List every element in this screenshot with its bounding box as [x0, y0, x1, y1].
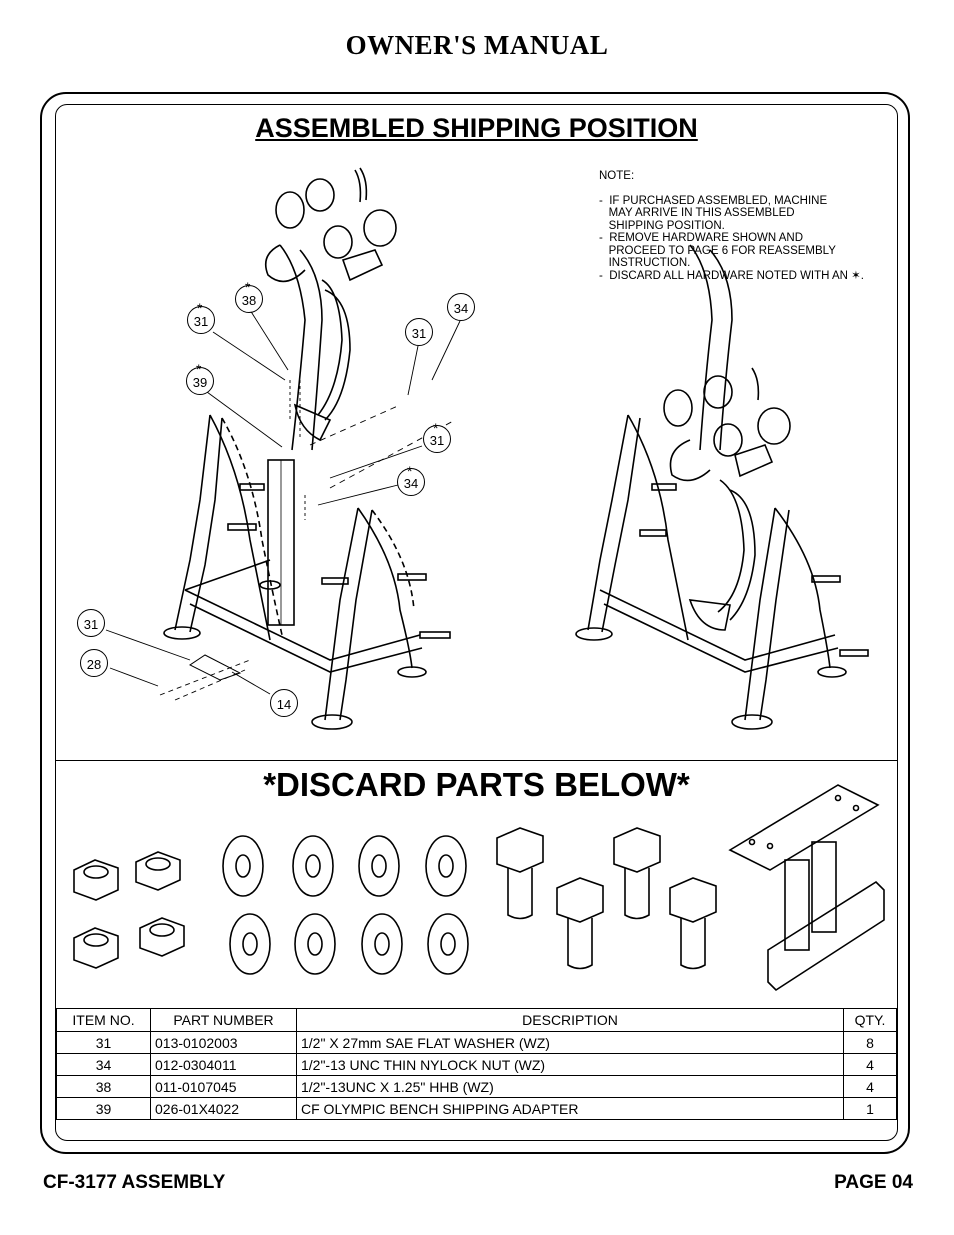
column-header: QTY.	[843, 1008, 897, 1032]
inner-frame	[55, 104, 898, 1141]
item-number: 38	[56, 1075, 151, 1098]
callout-balloon: 34	[397, 468, 425, 496]
section-title-shipping: ASSEMBLED SHIPPING POSITION	[255, 113, 698, 143]
part-number: 026-01X4022	[150, 1097, 297, 1120]
asterisk-icon: *	[196, 361, 202, 377]
asterisk-icon: *	[433, 420, 439, 436]
asterisk-icon: *	[245, 279, 251, 295]
callout-balloon: 14	[270, 689, 298, 717]
column-header: DESCRIPTION	[296, 1008, 844, 1032]
part-number: 013-0102003	[150, 1031, 297, 1054]
outer-frame	[40, 92, 910, 1154]
item-number: 31	[56, 1031, 151, 1054]
table-header-row: ITEM NO. PART NUMBER DESCRIPTION QTY.	[56, 1008, 897, 1032]
table-row: 34 012-0304011 1/2"-13 UNC THIN NYLOCK N…	[56, 1053, 897, 1076]
table-row: 31 013-0102003 1/2" X 27mm SAE FLAT WASH…	[56, 1031, 897, 1054]
section-title-discard: *DISCARD PARTS BELOW*	[263, 766, 690, 803]
parts-table: ITEM NO. PART NUMBER DESCRIPTION QTY. 31…	[56, 1008, 897, 1120]
part-quantity: 1	[843, 1097, 897, 1120]
footer-page-number: PAGE 04	[834, 1172, 913, 1193]
part-quantity: 4	[843, 1053, 897, 1076]
part-description: 1/2" X 27mm SAE FLAT WASHER (WZ)	[296, 1031, 844, 1054]
item-number: 34	[56, 1053, 151, 1076]
hex-bolts-drawing	[496, 827, 717, 970]
part-number: 011-0107045	[150, 1075, 297, 1098]
page-title: OWNER'S MANUAL	[345, 30, 609, 60]
callout-balloon: 31	[423, 425, 451, 453]
part-description: CF OLYMPIC BENCH SHIPPING ADAPTER	[296, 1097, 844, 1120]
asterisk-icon: *	[197, 300, 203, 316]
right-machine-drawing	[575, 244, 869, 730]
part-quantity: 8	[843, 1031, 897, 1054]
column-header: PART NUMBER	[150, 1008, 297, 1032]
part-number: 012-0304011	[150, 1053, 297, 1076]
callout-balloon: 39	[186, 367, 214, 395]
callout-balloon: 28	[80, 649, 108, 677]
left-machine-drawing	[105, 167, 461, 730]
nylock-nuts-drawing	[73, 851, 185, 969]
callout-balloon: 38	[235, 285, 263, 313]
part-quantity: 4	[843, 1075, 897, 1098]
callout-balloon: 31	[405, 318, 433, 346]
item-number: 39	[56, 1097, 151, 1120]
table-row: 39 026-01X4022 CF OLYMPIC BENCH SHIPPING…	[56, 1097, 897, 1120]
callout-balloon: 31	[187, 306, 215, 334]
flat-washers-drawing	[222, 835, 469, 975]
note-block: NOTE: - IF PURCHASED ASSEMBLED, MACHINE M…	[599, 170, 864, 282]
shipping-adapter-drawing	[728, 784, 885, 992]
callout-balloon: 31	[77, 609, 105, 637]
footer-assembly-label: CF-3177 ASSEMBLY	[43, 1172, 226, 1193]
note-item: - REMOVE HARDWARE SHOWN AND PROCEED TO P…	[599, 232, 836, 269]
part-description: 1/2"-13UNC X 1.25" HHB (WZ)	[296, 1075, 844, 1098]
note-heading: NOTE:	[599, 170, 635, 182]
asterisk-icon: *	[407, 463, 413, 479]
callout-balloon: 34	[447, 293, 475, 321]
note-item: - DISCARD ALL HARDWARE NOTED WITH AN ✶.	[599, 269, 865, 282]
column-header: ITEM NO.	[56, 1008, 151, 1032]
table-row: 38 011-0107045 1/2"-13UNC X 1.25" HHB (W…	[56, 1075, 897, 1098]
section-divider	[55, 760, 898, 761]
part-description: 1/2"-13 UNC THIN NYLOCK NUT (WZ)	[296, 1053, 844, 1076]
note-item: - IF PURCHASED ASSEMBLED, MACHINE MAY AR…	[599, 194, 828, 232]
